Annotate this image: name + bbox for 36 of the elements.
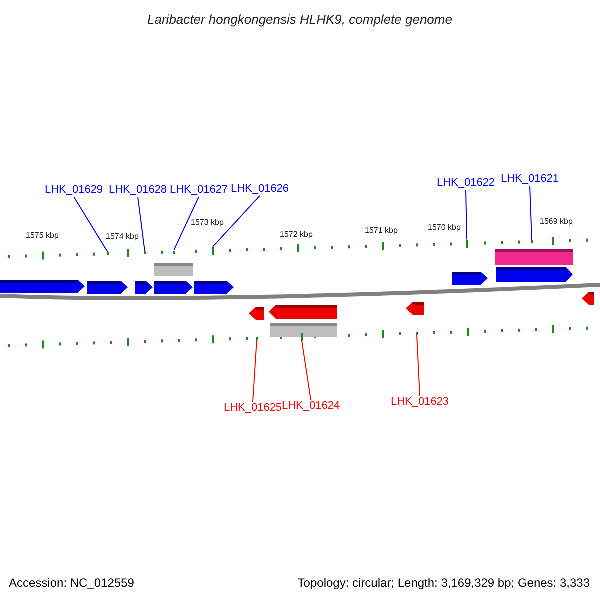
genome-info-text: Topology: circular; Length: 3,169,329 bp; Genes: 3,333: [298, 575, 590, 592]
scale-tick: [212, 246, 214, 255]
leader-line: [466, 190, 468, 240]
scale-tick: [256, 336, 258, 340]
scale-label: 1572 kbp: [280, 230, 313, 240]
leader-line: [138, 196, 146, 252]
gene-label: LHK_01621: [500, 173, 560, 185]
gene-label: LHK_01624: [282, 400, 340, 412]
scale-tick: [144, 251, 146, 254]
gene-label: LHK_01622: [436, 177, 496, 189]
leader-line: [174, 196, 200, 252]
scale-tick: [531, 240, 533, 244]
accession-text: Accession: NC_012559: [9, 575, 134, 592]
scale-label: 1575 kbp: [26, 231, 59, 241]
gene-label: LHK_01626: [230, 183, 290, 195]
scale-tick: [466, 240, 468, 248]
scale-tick: [173, 250, 175, 254]
scale-label: 1569 kbp: [540, 217, 573, 227]
scale-label: 1573 kbp: [191, 218, 224, 228]
leader-line: [530, 186, 532, 241]
scale-tick: [107, 252, 109, 256]
scale-tick: [301, 332, 303, 341]
gene-label: LHK_01625: [224, 402, 282, 414]
gene-label: LHK_01627: [170, 184, 228, 196]
gene-label: LHK_01623: [390, 396, 450, 408]
scale-label: 1570 kbp: [428, 223, 461, 233]
leader-line: [252, 339, 258, 402]
scale-label: 1574 kbp: [106, 232, 139, 242]
gene-label: LHK_01629: [44, 184, 104, 196]
scale-tick: [416, 332, 418, 335]
leader-line: [74, 196, 108, 253]
title: Laribacter hongkongensis HLHK9, complete genome: [146, 11, 454, 29]
gene-label: LHK_01628: [108, 184, 168, 196]
leader-line: [212, 196, 260, 248]
leader-line: [416, 334, 420, 396]
scale-label: 1571 kbp: [365, 226, 398, 236]
